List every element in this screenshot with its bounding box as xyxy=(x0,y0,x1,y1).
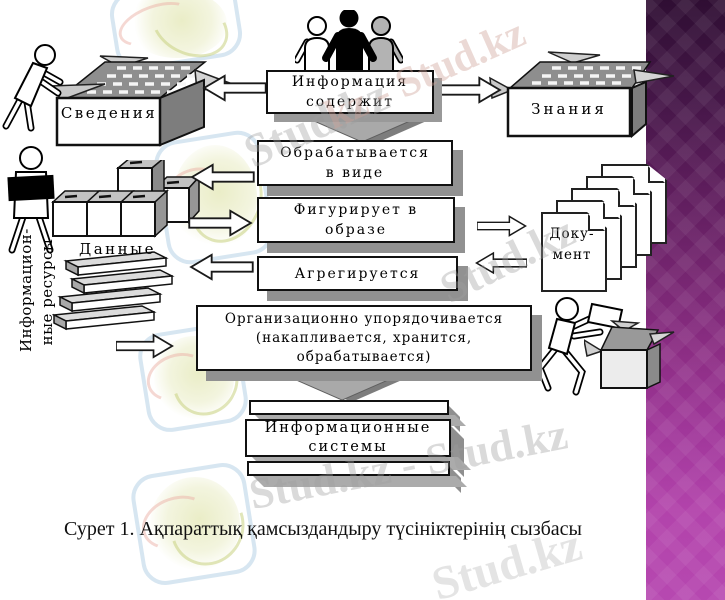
dannye-label: Данные xyxy=(79,240,156,258)
arrow-right-icon xyxy=(188,209,253,237)
svedeniya-label: Сведения xyxy=(60,104,158,122)
slab-face xyxy=(249,400,449,415)
document-page-icon xyxy=(541,212,607,292)
small-open-box-icon xyxy=(584,320,675,390)
flow-box-line: образе xyxy=(324,222,388,238)
systems-box-line1: Информационные xyxy=(264,420,432,436)
arrow-right-icon xyxy=(116,333,174,359)
org-box-line3: обрабатывается) xyxy=(296,348,432,365)
arrow-right-icon xyxy=(477,215,527,237)
slab-icon xyxy=(69,269,175,295)
logo-swirl xyxy=(112,0,198,55)
flow-box-line: Обрабатывается xyxy=(280,145,430,161)
cube-icon xyxy=(119,189,169,238)
cube-icon xyxy=(51,190,101,237)
figure-caption: Сурет 1. Ақпараттық қамсыздандыру түсіні… xyxy=(63,518,582,540)
org-box-line2: (накапливается, хранится, xyxy=(255,329,473,346)
arrow-left-icon xyxy=(190,163,255,191)
resources-label-line2: ные ресурсы xyxy=(38,238,56,346)
systems-box-line2: системы xyxy=(308,439,388,455)
systems-slab-main: Информационные системы xyxy=(245,419,471,477)
data-cubes-icon xyxy=(51,160,200,238)
person-white-icon xyxy=(295,16,330,74)
systems-slab-top xyxy=(249,400,466,432)
flow-box-line: в виде xyxy=(325,165,385,181)
slab-icon xyxy=(52,305,157,331)
person-pushing-box-icon xyxy=(2,44,64,132)
flow-box-figuriruet: Фигурирует в образе xyxy=(257,197,455,243)
flow-box-obrabatyvaetsya: Обрабатывается в виде xyxy=(257,140,453,186)
document-label-line1: Доку- xyxy=(549,226,595,242)
person-black-icon xyxy=(322,10,377,74)
slab-side xyxy=(253,476,467,487)
document-label: Доку- мент xyxy=(543,224,601,266)
org-box-line1: Организационно упорядочивается xyxy=(224,310,504,327)
info-contains-line2: содержит xyxy=(305,94,395,110)
person-gray-icon xyxy=(368,16,403,74)
slab-icon xyxy=(63,251,169,277)
flow-box-agregiruetsya: Агрегируется xyxy=(257,256,458,291)
logo-blob xyxy=(127,0,228,58)
purple-accent-panel xyxy=(646,0,725,600)
arrow-left-icon xyxy=(202,74,266,102)
resources-label-line1: Информацион- xyxy=(17,228,35,352)
slab-icon xyxy=(57,287,163,313)
znaniya-label: Знания xyxy=(531,100,607,118)
info-contains-line1: Информация xyxy=(291,74,409,90)
resource-stack-icon xyxy=(52,251,175,331)
people-group-icon xyxy=(295,10,403,74)
systems-slab-bottom xyxy=(247,461,467,493)
systems-box: Информационные системы xyxy=(245,419,451,457)
arrow-right-icon xyxy=(437,76,502,104)
arrow-left-icon xyxy=(475,251,527,275)
flow-box-line: Фигурирует в xyxy=(293,202,419,218)
org-box: Организационно упорядочивается (накаплив… xyxy=(196,305,532,371)
arrow-left-icon xyxy=(189,253,254,281)
slab-face xyxy=(247,461,450,476)
document-label-line2: мент xyxy=(552,247,592,263)
resources-vertical-label: Информацион- ные ресурсы xyxy=(16,228,60,352)
person-reading-icon xyxy=(7,146,55,254)
info-contains-box: Информация содержит xyxy=(266,70,434,114)
znaniya-open-box-icon xyxy=(489,51,675,139)
flow-box-line: Агрегируется xyxy=(294,265,421,282)
